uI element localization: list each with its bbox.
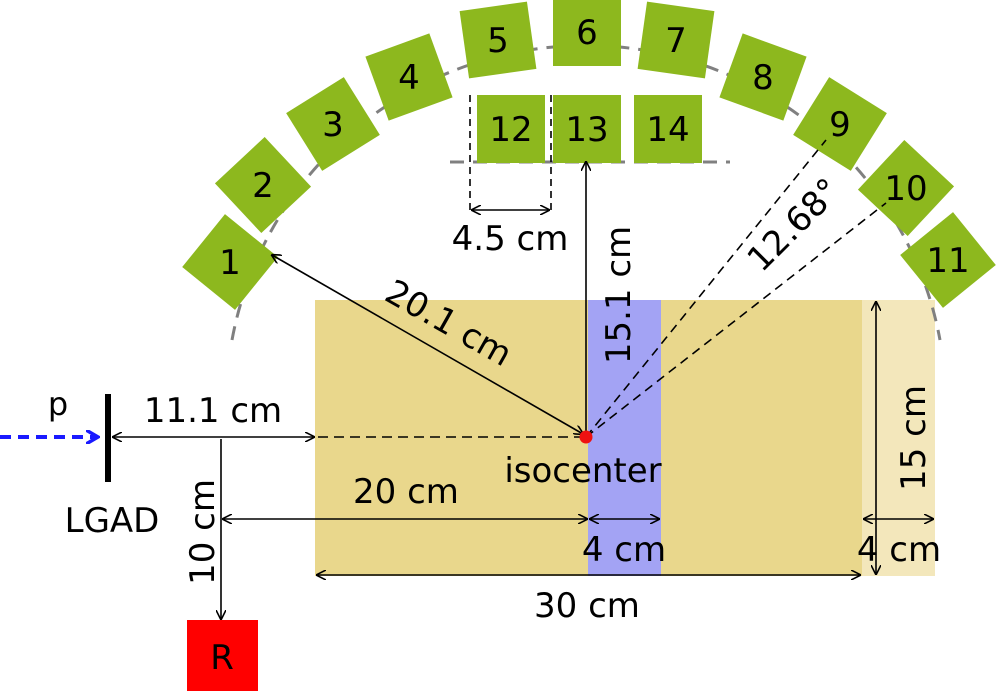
ref-distance-label: 10 cm xyxy=(183,479,223,585)
detector-tile xyxy=(214,136,312,234)
beam-label: p xyxy=(48,385,68,423)
detector-tile xyxy=(793,77,887,171)
ring-detector-2 xyxy=(214,136,312,234)
slab-height-label: 15 cm xyxy=(894,385,934,491)
detector-tile xyxy=(286,77,380,171)
radius-dimension xyxy=(272,255,583,434)
ring-detector-10 xyxy=(857,139,955,237)
detector-number: 3 xyxy=(322,105,344,145)
detector-tile xyxy=(182,214,278,310)
ring-detector-6 xyxy=(553,0,621,66)
isocenter-label: isocenter xyxy=(504,451,661,491)
ring-detector-4 xyxy=(365,33,453,121)
detector-width-label: 4.5 cm xyxy=(452,219,569,259)
isocenter-marker xyxy=(579,430,593,444)
detector-number: 8 xyxy=(752,58,774,98)
detector-tile xyxy=(553,0,621,66)
angle-ray-9 xyxy=(585,139,827,438)
detector-tile xyxy=(477,95,545,163)
detector-number: 10 xyxy=(884,169,927,209)
ring-detector-3 xyxy=(286,77,380,171)
ring-detector-11 xyxy=(900,212,996,308)
detector-number: 7 xyxy=(665,21,687,61)
slab-width-label: 4 cm xyxy=(857,530,941,570)
detector-number: 9 xyxy=(829,105,851,145)
insert-width-label: 4 cm xyxy=(582,530,666,570)
ring-detector-5 xyxy=(459,1,537,79)
lgad-distance-label: 11.1 cm xyxy=(144,391,282,431)
insert-depth-label: 20 cm xyxy=(353,472,459,512)
detector-tile xyxy=(900,212,996,308)
detector-number: 12 xyxy=(489,110,532,150)
detector-number: 5 xyxy=(487,21,509,61)
detector-number: 4 xyxy=(398,58,420,98)
detector-inner-row: 12 13 14 xyxy=(477,95,702,163)
insert-slab xyxy=(588,300,661,576)
detector-tile xyxy=(634,95,702,163)
detector-number: 11 xyxy=(926,241,969,281)
lgad-label: LGAD xyxy=(65,501,160,541)
angle-label: 12.68° xyxy=(740,171,849,280)
ring-detector-8 xyxy=(719,33,807,121)
ring-detector-7 xyxy=(637,1,715,79)
reference-detector xyxy=(187,620,258,691)
reference-label: R xyxy=(210,638,234,678)
inner-detector-14 xyxy=(634,95,702,163)
detector-number: 13 xyxy=(565,110,608,150)
detector-number: 1 xyxy=(219,243,241,283)
angle-ray-10 xyxy=(585,202,887,438)
detector-tile xyxy=(637,1,715,79)
detector-tile xyxy=(857,139,955,237)
detector-number: 6 xyxy=(576,13,598,53)
detector-ring: 12 3 4 5 6 7 8 9 10 11 xyxy=(182,0,996,310)
detector-number: 2 xyxy=(252,166,274,206)
detector-tile xyxy=(459,1,537,79)
detector-tile xyxy=(719,33,807,121)
inner-distance-label: 15.1 cm xyxy=(599,226,639,364)
inner-detector-13 xyxy=(553,95,621,163)
detector-tile xyxy=(553,95,621,163)
detector-tile xyxy=(365,33,453,121)
phantom-length-label: 30 cm xyxy=(534,586,640,626)
ring-detector-9 xyxy=(793,77,887,171)
inner-detector-12 xyxy=(477,95,545,163)
detector-number: 14 xyxy=(646,110,689,150)
ring-detector-1 xyxy=(182,214,278,310)
